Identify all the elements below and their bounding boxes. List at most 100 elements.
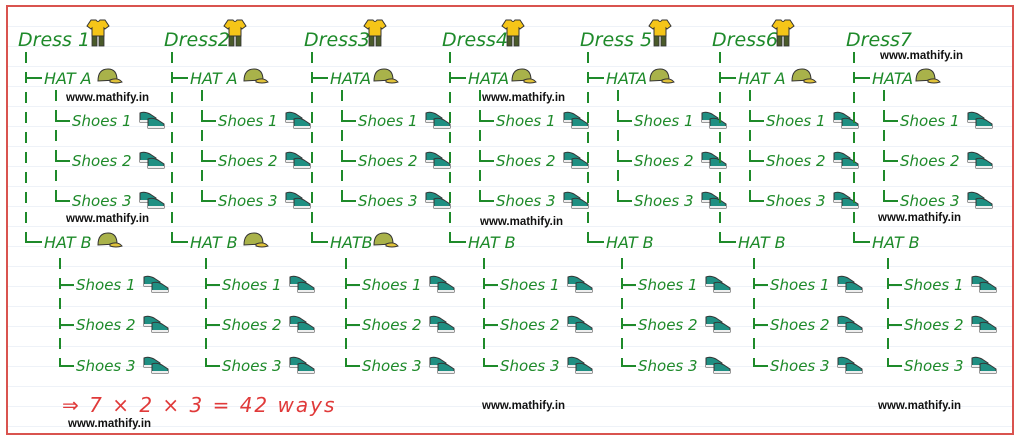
sneakers-icon	[143, 356, 169, 374]
sneakers-icon	[289, 275, 315, 293]
dress-label: Dress6	[712, 29, 778, 51]
shoe-label: Shoes 3	[362, 357, 422, 375]
tree-connector	[201, 155, 216, 162]
shoe-label: Shoes 1	[76, 276, 136, 294]
shoe-label: Shoes 2	[358, 152, 418, 170]
sneakers-icon	[567, 315, 593, 333]
sneakers-icon	[705, 275, 731, 293]
watermark: www.mathify.in	[482, 92, 566, 104]
tree-connector	[205, 360, 220, 367]
cap-icon	[649, 68, 675, 84]
shoe-label: Shoes 3	[904, 357, 964, 375]
cap-icon	[373, 232, 399, 248]
tree-connector	[59, 360, 74, 367]
tree-connector	[479, 195, 494, 202]
hat-a-label: HATA	[606, 69, 647, 88]
watermark: www.mathify.in	[66, 213, 150, 225]
sneakers-icon	[971, 356, 997, 374]
sneakers-icon	[967, 191, 993, 209]
shirt-icon	[363, 19, 387, 47]
hat-b-label: HAT B	[468, 233, 516, 252]
hat-a-label: HATA	[330, 69, 371, 88]
watermark: www.mathify.in	[878, 400, 962, 412]
shoe-label: Shoes 3	[638, 357, 698, 375]
shoe-label: Shoes 1	[358, 112, 418, 130]
sneakers-icon	[837, 356, 863, 374]
sneakers-icon	[967, 151, 993, 169]
tree-connector	[55, 115, 70, 122]
sneakers-icon	[139, 191, 165, 209]
watermark: www.mathify.in	[66, 92, 150, 104]
sneakers-icon	[567, 275, 593, 293]
tree-connector	[311, 236, 328, 243]
shoe-label: Shoes 1	[362, 276, 422, 294]
hat-a-label: HAT A	[44, 69, 92, 88]
tree-connector	[753, 360, 768, 367]
tree-connector	[753, 319, 768, 326]
shoe-label: Shoes 1	[904, 276, 964, 294]
hat-a-label: HAT A	[190, 69, 238, 88]
sneakers-icon	[425, 111, 451, 129]
cap-icon	[373, 68, 399, 84]
watermark: www.mathify.in	[878, 212, 962, 224]
shoe-label: Shoes 2	[362, 316, 422, 334]
cap-icon	[915, 68, 941, 84]
sneakers-icon	[837, 315, 863, 333]
watermark: www.mathify.in	[880, 50, 964, 62]
tree-connector	[749, 155, 764, 162]
hat-b-label: HAT B	[606, 233, 654, 252]
shoe-label: Shoes 1	[496, 112, 556, 130]
shoe-label: Shoes 2	[496, 152, 556, 170]
tree-connector	[479, 155, 494, 162]
shoe-label: Shoes 3	[766, 192, 826, 210]
shirt-icon	[223, 19, 247, 47]
shoe-label: Shoes 3	[900, 192, 960, 210]
dress-label: Dress 1	[18, 29, 90, 51]
shoe-label: Shoes 2	[500, 316, 560, 334]
tree-connector	[59, 319, 74, 326]
shoe-label: Shoes 1	[766, 112, 826, 130]
tree-connector	[887, 360, 902, 367]
shoe-label: Shoes 1	[638, 276, 698, 294]
sneakers-icon	[289, 315, 315, 333]
sneakers-icon	[285, 191, 311, 209]
shoe-label: Shoes 1	[634, 112, 694, 130]
shoe-label: Shoes 2	[222, 316, 282, 334]
sneakers-icon	[833, 191, 859, 209]
tree-connector	[719, 72, 736, 79]
shoe-label: Shoes 2	[72, 152, 132, 170]
cap-icon	[791, 68, 817, 84]
sneakers-icon	[429, 275, 455, 293]
sneakers-icon	[429, 356, 455, 374]
tree-connector	[621, 360, 636, 367]
watermark: www.mathify.in	[480, 216, 564, 228]
shoe-label: Shoes 3	[358, 192, 418, 210]
tree-connector	[617, 115, 632, 122]
sneakers-icon	[705, 356, 731, 374]
tree-connector	[345, 279, 360, 286]
shoe-label: Shoes 3	[500, 357, 560, 375]
tree-connector	[341, 115, 356, 122]
formula-text: ⇒ 7 × 2 × 3 = 42 ways	[62, 393, 337, 417]
tree-connector	[883, 155, 898, 162]
tree-connector	[341, 195, 356, 202]
tree-connector	[201, 115, 216, 122]
shoe-label: Shoes 2	[900, 152, 960, 170]
sneakers-icon	[425, 151, 451, 169]
shoe-label: Shoes 2	[76, 316, 136, 334]
sneakers-icon	[563, 191, 589, 209]
sneakers-icon	[567, 356, 593, 374]
tree-connector	[311, 72, 328, 79]
tree-connector	[749, 115, 764, 122]
shoe-label: Shoes 3	[218, 192, 278, 210]
tree-connector	[201, 195, 216, 202]
shoe-label: Shoes 1	[218, 112, 278, 130]
tree-connector	[171, 236, 188, 243]
tree-connector	[205, 279, 220, 286]
cap-icon	[243, 68, 269, 84]
